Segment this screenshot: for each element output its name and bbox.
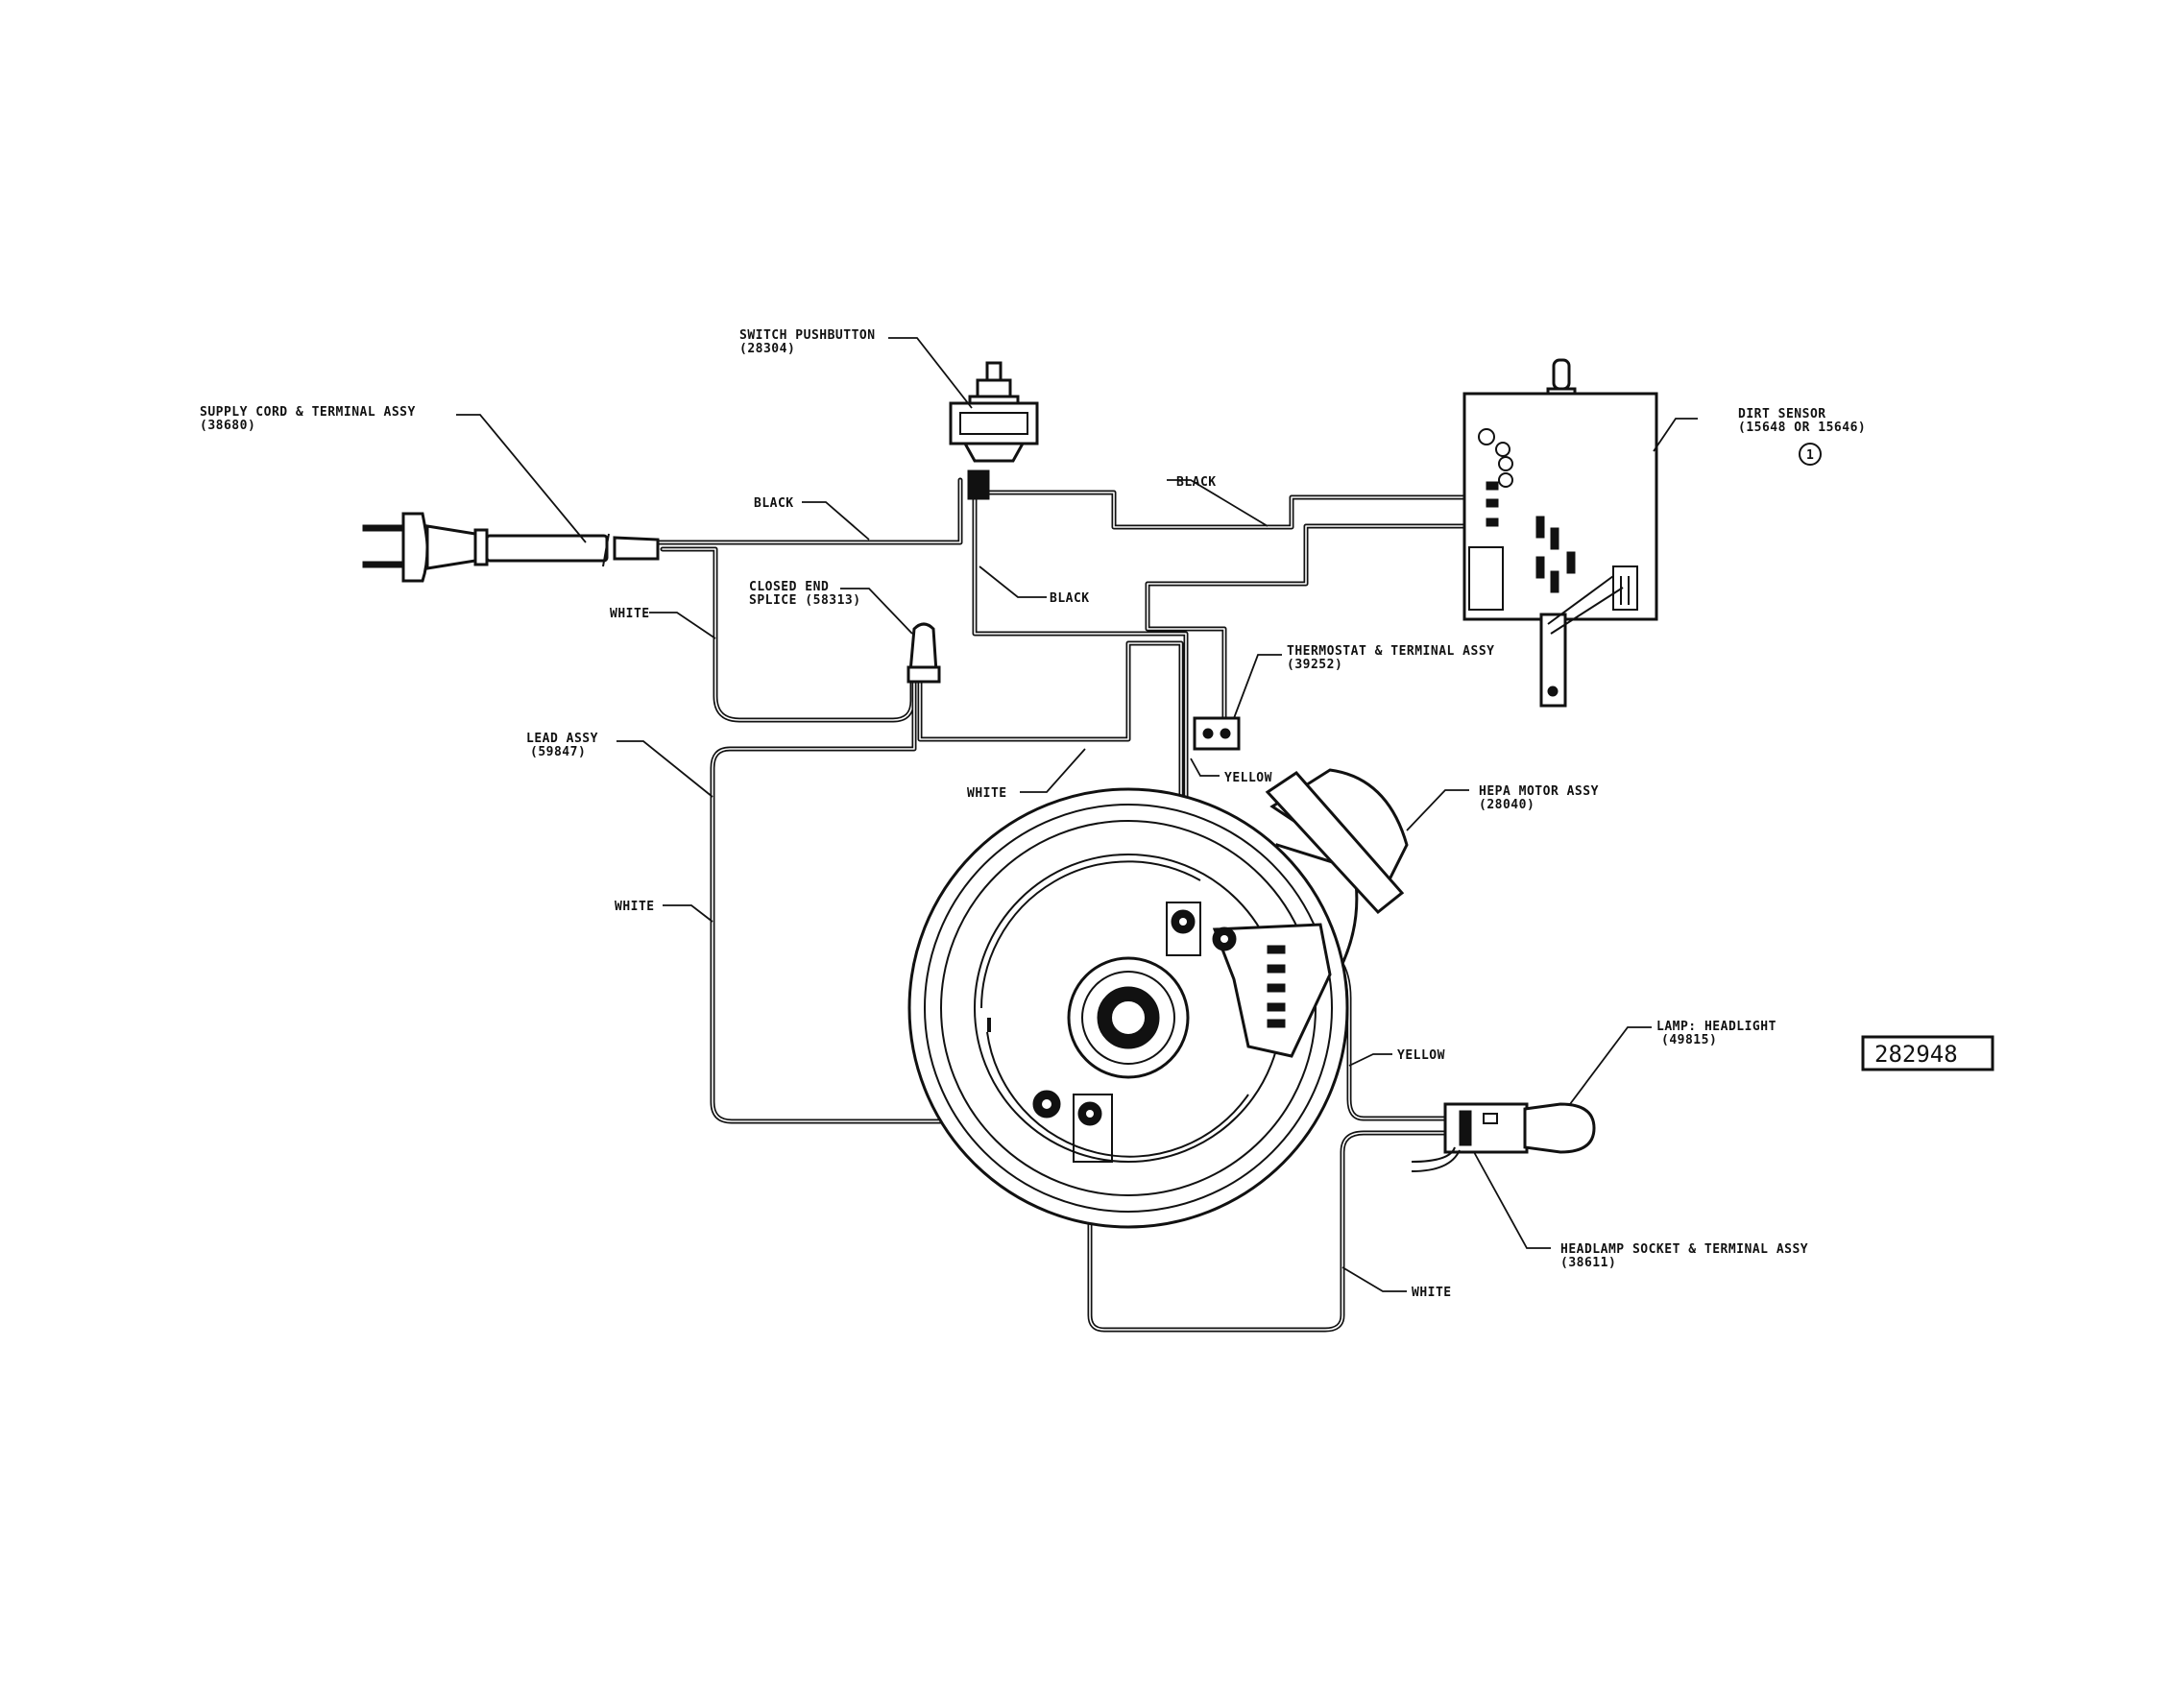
headlamp-bulb <box>1523 1102 1596 1154</box>
label-white-1: WHITE <box>610 607 650 621</box>
supply-cord-plug <box>362 512 660 583</box>
label-lamp: LAMP: HEADLIGHT <box>1656 1020 1776 1034</box>
drawing-number-text: 282948 <box>1874 1041 1958 1068</box>
wire-yellow-to-headlamp <box>1327 948 1453 1121</box>
label-hepa-motor-part: (28040) <box>1479 798 1535 812</box>
wire-black-supply-to-switch <box>650 477 963 545</box>
label-dirt-sensor-note: 1 <box>1806 448 1814 463</box>
label-dirt-sensor-part: (15648 OR 15646) <box>1738 421 1866 435</box>
wire-black-sensor-to-thermostat <box>1145 523 1501 733</box>
labels: SUPPLY CORD & TERMINAL ASSY (38680) SWIT… <box>200 328 1866 1300</box>
switch-pushbutton <box>949 361 1039 500</box>
headlamp-socket <box>1411 1102 1529 1172</box>
label-supply-cord: SUPPLY CORD & TERMINAL ASSY <box>200 405 416 420</box>
label-supply-cord-part: (38680) <box>200 419 255 433</box>
label-black-1: BLACK <box>754 496 794 511</box>
label-lamp-part: (49815) <box>1661 1033 1717 1047</box>
label-headlamp-socket-part: (38611) <box>1560 1256 1616 1270</box>
label-thermostat: THERMOSTAT & TERMINAL ASSY <box>1287 644 1495 659</box>
label-white-4: WHITE <box>1412 1286 1452 1300</box>
label-headlamp-socket: HEADLAMP SOCKET & TERMINAL ASSY <box>1560 1242 1808 1257</box>
label-dirt-sensor: DIRT SENSOR <box>1738 407 1826 421</box>
thermostat <box>1193 716 1241 751</box>
wire-white-supply-to-splice <box>660 546 915 723</box>
label-yellow-1: YELLOW <box>1224 771 1272 785</box>
label-closed-end-1: CLOSED END <box>749 580 829 594</box>
label-white-3: WHITE <box>615 900 655 914</box>
label-black-2: BLACK <box>1176 475 1217 490</box>
label-white-2: WHITE <box>967 786 1007 801</box>
dirt-sensor <box>1462 358 1658 708</box>
label-switch-part: (28304) <box>739 342 795 356</box>
leader-lines <box>456 337 1698 1292</box>
label-lead-assy-part: (59847) <box>530 745 586 759</box>
drawing-number: 282948 <box>1861 1035 1994 1071</box>
label-hepa-motor: HEPA MOTOR ASSY <box>1479 784 1599 799</box>
wires <box>650 477 1501 1333</box>
label-lead-assy: LEAD ASSY <box>526 732 598 746</box>
label-yellow-2: YELLOW <box>1397 1048 1445 1063</box>
label-black-3: BLACK <box>1050 591 1090 606</box>
hepa-motor-assembly <box>907 768 1409 1229</box>
label-switch: SWITCH PUSHBUTTON <box>739 328 876 343</box>
label-closed-end-2: SPLICE (58313) <box>749 593 861 608</box>
closed-end-splice <box>906 622 941 684</box>
note-circle <box>1799 443 1822 466</box>
label-thermostat-part: (39252) <box>1287 658 1342 672</box>
